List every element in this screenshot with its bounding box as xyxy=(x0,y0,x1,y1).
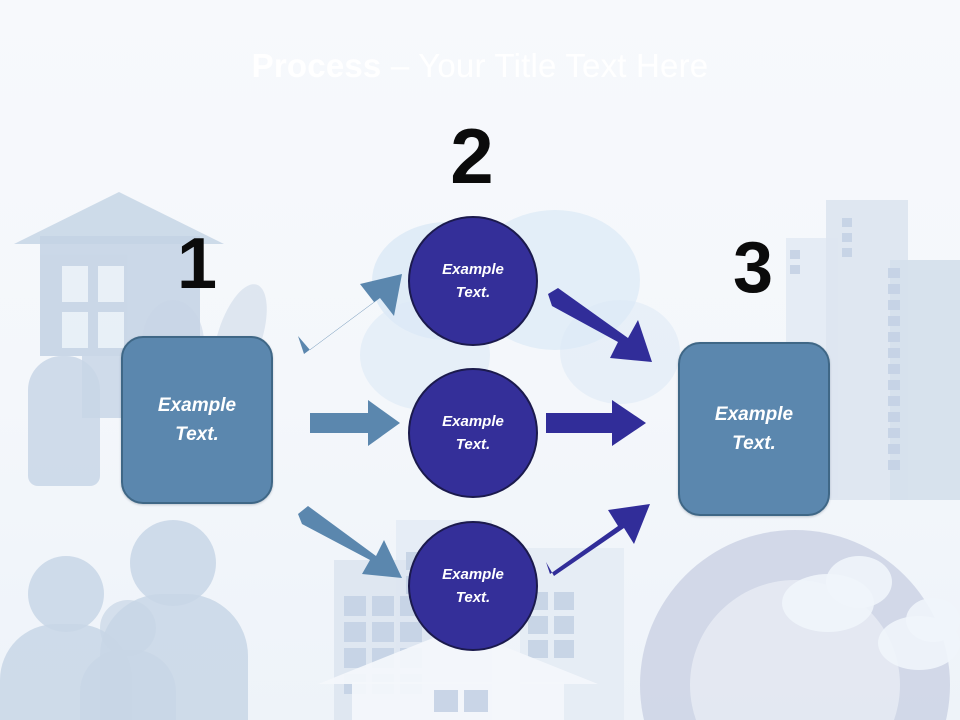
page-title-separator: – xyxy=(381,47,419,84)
step-1-box[interactable]: Example Text. xyxy=(121,336,273,504)
child-head-silhouette xyxy=(100,600,156,656)
step-number-1: 1 xyxy=(176,224,218,304)
arrow-step1-to-node3 xyxy=(298,506,408,582)
step-1-text-line1: Example xyxy=(157,394,237,416)
step-number-3: 3 xyxy=(732,228,774,308)
building-window-grid xyxy=(888,268,900,470)
step-3-box-text: Example Text. xyxy=(715,400,793,459)
step-2-node-2-text: Example Text. xyxy=(442,410,504,457)
cloud-icon xyxy=(906,598,960,642)
step-2-node-3-text: Example Text. xyxy=(442,563,504,610)
node-1-text-line1: Example xyxy=(442,260,504,278)
node-3-text-line1: Example xyxy=(442,565,504,583)
step-1-text-line2: Text. xyxy=(175,424,219,445)
arrow-node1-to-step3 xyxy=(548,288,658,368)
step-3-text-line1: Example xyxy=(714,403,794,425)
step-2-node-1-circle[interactable]: Example Text. xyxy=(408,216,538,346)
arrow-node3-to-step3 xyxy=(546,504,658,580)
page-title: Process – Your Title Text Here xyxy=(0,46,960,86)
arrow-step1-to-node2 xyxy=(310,400,402,446)
node-2-text-line1: Example xyxy=(442,412,504,430)
node-2-text-line2: Text. xyxy=(455,436,491,453)
node-3-text-line2: Text. xyxy=(455,589,491,606)
cloud-icon xyxy=(826,556,892,608)
page-title-rest: Your Title Text Here xyxy=(418,47,709,84)
arrow-node2-to-step3 xyxy=(546,400,648,446)
step-3-text-line2: Text. xyxy=(732,433,776,454)
center-house-body-shape xyxy=(352,682,564,720)
child-body-silhouette xyxy=(80,650,176,720)
person-head-silhouette xyxy=(28,556,104,632)
person-head-silhouette xyxy=(130,520,216,606)
skyscraper-shape xyxy=(890,260,960,500)
center-house-window-grid xyxy=(434,690,488,712)
step-1-box-text: Example Text. xyxy=(158,391,236,450)
step-3-box[interactable]: Example Text. xyxy=(678,342,830,516)
house-window-icon xyxy=(62,312,88,348)
building-window-grid xyxy=(842,218,852,257)
house-roof-shape xyxy=(14,192,224,244)
house-window-icon xyxy=(98,312,124,348)
house-window-icon xyxy=(98,266,124,302)
node-1-text-line2: Text. xyxy=(455,284,491,301)
step-2-node-2-circle[interactable]: Example Text. xyxy=(408,368,538,498)
step-2-node-3-circle[interactable]: Example Text. xyxy=(408,521,538,651)
building-window-grid xyxy=(790,250,800,274)
step-2-node-1-text: Example Text. xyxy=(442,258,504,305)
arrow-step1-to-node1 xyxy=(298,274,406,356)
page-title-strong: Process xyxy=(251,47,382,84)
step-number-2: 2 xyxy=(450,112,494,200)
house-window-icon xyxy=(62,266,88,302)
